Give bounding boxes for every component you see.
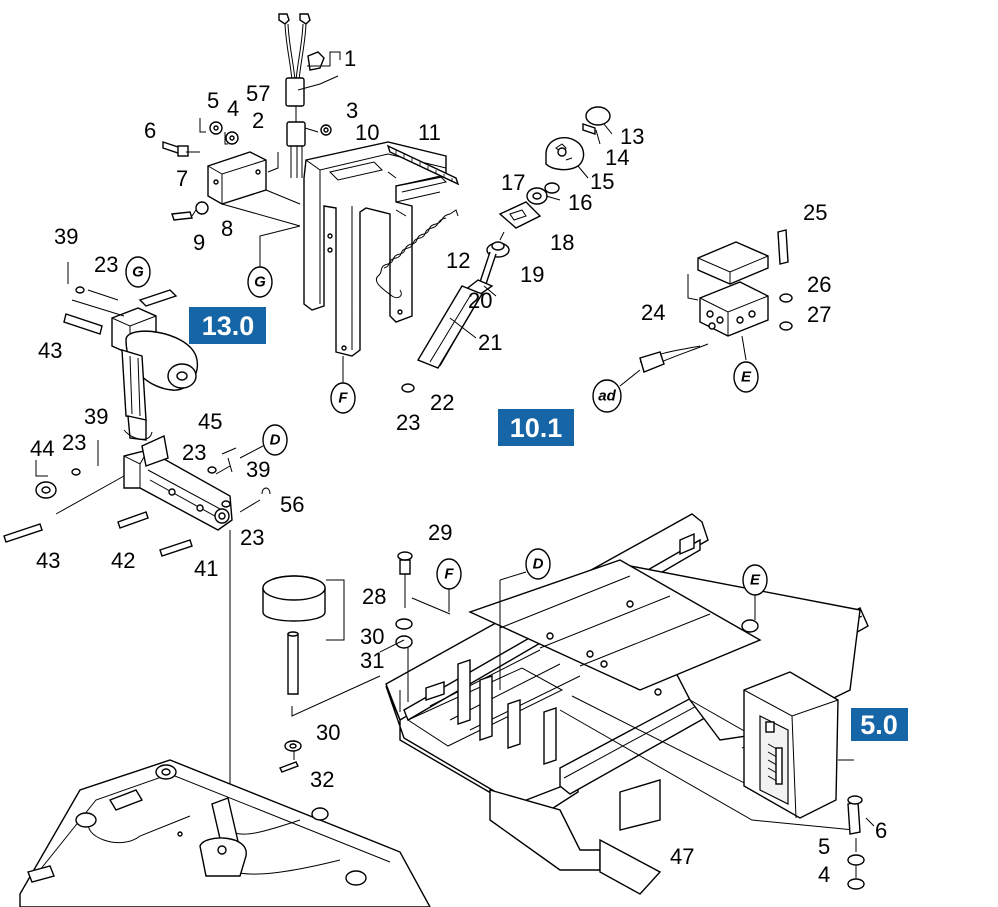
electrical-box	[743, 671, 854, 819]
part-number: 39	[84, 404, 108, 429]
lever-arm	[3, 434, 271, 810]
part-number: 8	[221, 216, 233, 241]
junction-box	[619, 229, 793, 387]
spring	[376, 209, 459, 299]
control-knob	[498, 106, 613, 229]
part-number: 42	[111, 548, 135, 573]
ref-marker-f: F	[330, 356, 356, 414]
part-number: 41	[194, 556, 218, 581]
part-number: 15	[590, 169, 614, 194]
fastener-stack	[847, 795, 875, 890]
part-number: 5	[207, 88, 219, 113]
part-number-labels: 1 57 5 4 3 2 6 10 11 7 8 9 13 14 15 17 1…	[30, 46, 887, 887]
part-number: 30	[316, 720, 340, 745]
svg-text:G: G	[254, 274, 266, 291]
part-number: 3	[346, 98, 358, 123]
svg-text:F: F	[338, 390, 348, 407]
svg-text:D: D	[533, 556, 544, 573]
ref-marker-f: F	[436, 558, 462, 612]
comb-strip	[386, 144, 460, 186]
main-chassis	[385, 513, 869, 895]
part-number: 32	[310, 767, 334, 792]
part-number: 9	[193, 230, 205, 255]
base-plate	[19, 759, 431, 907]
part-number: 14	[605, 145, 629, 170]
support-frame	[303, 141, 447, 357]
part-number: 13	[620, 124, 644, 149]
part-number: 2	[252, 108, 264, 133]
motor-assembly	[63, 262, 199, 441]
ref-marker-ad: ad	[592, 379, 622, 413]
cable-harness	[278, 13, 341, 178]
part-number: 17	[501, 170, 525, 195]
section-tag-5-0: 5.0	[851, 708, 908, 741]
part-number: 43	[38, 338, 62, 363]
part-number: 5	[818, 834, 830, 859]
ref-marker-e: E	[742, 564, 768, 620]
part-number: 25	[803, 200, 827, 225]
part-number: 1	[344, 46, 356, 71]
part-number: 43	[36, 548, 60, 573]
svg-text:E: E	[741, 369, 752, 386]
svg-text:13.0: 13.0	[202, 311, 255, 341]
part-number: 21	[478, 330, 502, 355]
section-tag-13-0: 13.0	[189, 307, 266, 344]
svg-text:5.0: 5.0	[860, 710, 898, 740]
part-number: 27	[807, 302, 831, 327]
part-number: 47	[670, 844, 694, 869]
part-number: 7	[176, 166, 188, 191]
svg-text:E: E	[750, 572, 761, 589]
part-number: 16	[568, 190, 592, 215]
part-number: 26	[807, 272, 831, 297]
part-number: 4	[227, 96, 239, 121]
cylinder-weight	[262, 551, 501, 773]
part-number: 23	[396, 410, 420, 435]
part-number: 57	[246, 81, 270, 106]
part-number: 44	[30, 436, 54, 461]
part-number: 31	[360, 648, 384, 673]
part-number: 23	[240, 525, 264, 550]
svg-text:F: F	[444, 566, 454, 583]
part-number: 22	[430, 390, 454, 415]
part-number: 56	[280, 492, 304, 517]
mounting-bracket	[162, 118, 301, 227]
ref-marker-d: D	[239, 424, 288, 459]
reference-markers: G G F D F D E	[125, 225, 768, 620]
part-number: 45	[198, 409, 222, 434]
ref-marker-d: D	[499, 548, 551, 581]
part-number: 28	[362, 584, 386, 609]
ref-marker-g: G	[247, 225, 301, 298]
svg-text:ad: ad	[598, 388, 616, 405]
part-number: 12	[446, 248, 470, 273]
part-number: 30	[360, 624, 384, 649]
ref-marker-e: E	[733, 361, 759, 393]
part-number: 24	[641, 300, 665, 325]
part-number: 19	[520, 262, 544, 287]
part-number: 10	[355, 120, 379, 145]
pedal-assembly	[401, 231, 510, 393]
part-number: 20	[468, 288, 492, 313]
part-number: 29	[428, 520, 452, 545]
part-number: 4	[818, 862, 830, 887]
part-number: 6	[875, 818, 887, 843]
part-number: 18	[550, 230, 574, 255]
svg-text:10.1: 10.1	[510, 413, 563, 443]
part-number: 23	[94, 252, 118, 277]
svg-text:G: G	[132, 264, 144, 281]
part-number: 6	[144, 118, 156, 143]
part-number: 23	[182, 440, 206, 465]
part-number: 39	[246, 457, 270, 482]
part-number: 39	[54, 224, 78, 249]
svg-text:D: D	[270, 432, 281, 449]
section-tag-10-1: 10.1	[498, 409, 574, 446]
ref-marker-g: G	[125, 256, 151, 288]
part-number: 11	[418, 120, 441, 145]
part-number: 23	[62, 430, 86, 455]
